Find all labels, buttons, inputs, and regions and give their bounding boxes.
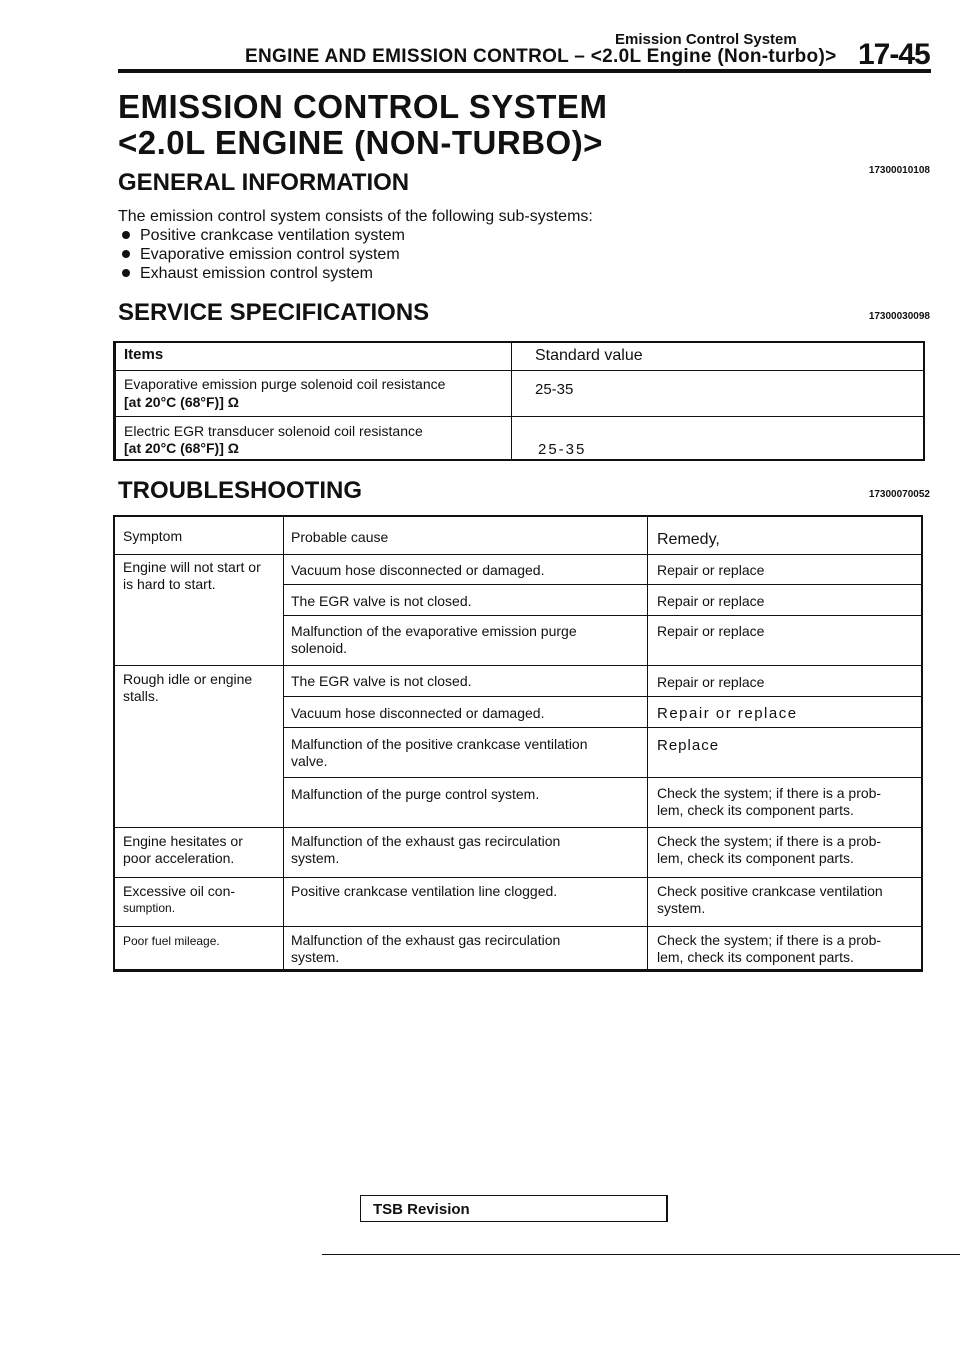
table-divider bbox=[115, 554, 921, 555]
footer-rule bbox=[322, 1254, 960, 1255]
spec-value: 25-35 bbox=[538, 441, 587, 458]
remedy-cell: Repair or replace bbox=[657, 705, 798, 722]
col-header-remedy: Remedy, bbox=[657, 531, 720, 548]
cause-cell: Vacuum hose disconnected or damaged. bbox=[291, 705, 545, 721]
header-rule bbox=[118, 69, 931, 73]
tsb-revision-box: TSB Revision bbox=[360, 1195, 668, 1222]
troubleshooting-table: Symptom Probable cause Remedy, Engine wi… bbox=[113, 515, 923, 972]
remedy-cell: Repair or replace bbox=[657, 674, 765, 690]
table-divider bbox=[283, 615, 921, 616]
table-divider bbox=[511, 343, 512, 459]
spec-item-text: Evaporative emission purge solenoid coil… bbox=[124, 376, 446, 392]
service-specifications-heading: SERVICE SPECIFICATIONS bbox=[118, 299, 430, 326]
bullet-item: Exhaust emission control system bbox=[118, 265, 373, 283]
spec-item-condition: [at 20°C (68°F)] Ω bbox=[124, 440, 239, 456]
col-header-probable-cause: Probable cause bbox=[291, 529, 389, 545]
remedy-cell: Repair or replace bbox=[657, 593, 765, 609]
col-header-standard-value: Standard value bbox=[535, 347, 643, 364]
remedy-cell: Repair or replace bbox=[657, 623, 765, 639]
cause-cell: Positive crankcase ventilation line clog… bbox=[291, 883, 558, 899]
bullet-item: Evaporative emission control system bbox=[118, 246, 400, 264]
table-divider bbox=[647, 517, 648, 969]
page-number: 17-45 bbox=[858, 38, 931, 71]
table-divider bbox=[115, 877, 921, 878]
table-divider bbox=[283, 696, 921, 697]
cause-cell: Malfunction of the positive crankcase ve… bbox=[291, 736, 588, 769]
symptom-cell: Poor fuel mileage. bbox=[123, 934, 220, 948]
title-reference-code: 17300010108 bbox=[868, 165, 930, 176]
bullet-icon bbox=[122, 231, 130, 239]
cause-cell: Malfunction of the evaporative emission … bbox=[291, 623, 577, 656]
specs-reference-code: 17300030098 bbox=[868, 311, 930, 322]
table-divider bbox=[283, 727, 921, 728]
cause-cell: Malfunction of the purge control system. bbox=[291, 786, 540, 802]
troubleshooting-heading: TROUBLESHOOTING bbox=[118, 477, 362, 504]
remedy-cell: Check the system; if there is a prob-lem… bbox=[657, 932, 882, 965]
specifications-table: Items Standard value Evaporative emissio… bbox=[113, 341, 925, 461]
cause-cell: Malfunction of the exhaust gas recircula… bbox=[291, 932, 561, 965]
tsb-revision-label: TSB Revision bbox=[373, 1201, 470, 1218]
remedy-cell: Replace bbox=[657, 737, 720, 754]
bullet-item: Positive crankcase ventilation system bbox=[118, 227, 405, 245]
running-header-section: Emission Control System bbox=[615, 31, 797, 48]
troubleshooting-reference-code: 17300070052 bbox=[868, 489, 930, 500]
table-divider bbox=[115, 926, 921, 927]
bullet-icon bbox=[122, 269, 130, 277]
table-divider bbox=[116, 370, 923, 371]
table-divider bbox=[115, 665, 921, 666]
col-header-items: Items bbox=[124, 346, 164, 363]
table-divider bbox=[283, 517, 284, 969]
col-header-symptom: Symptom bbox=[123, 528, 183, 544]
general-intro: The emission control system consists of … bbox=[118, 208, 593, 225]
page-title-line1: EMISSION CONTROL SYSTEM bbox=[118, 88, 608, 125]
symptom-cell: Excessive oil con-sumption. bbox=[123, 883, 236, 915]
spec-item-text: Electric EGR transducer solenoid coil re… bbox=[124, 423, 423, 439]
remedy-cell: Repair or replace bbox=[657, 562, 765, 578]
cause-cell: Malfunction of the exhaust gas recircula… bbox=[291, 833, 561, 866]
remedy-cell: Check the system; if there is a prob-lem… bbox=[657, 833, 882, 866]
general-information-heading: GENERAL INFORMATION bbox=[118, 169, 410, 196]
running-header-chapter: ENGINE AND EMISSION CONTROL – <2.0L Engi… bbox=[245, 46, 837, 67]
spec-value: 25-35 bbox=[535, 381, 574, 398]
table-divider bbox=[116, 416, 923, 417]
remedy-cell: Check the system; if there is a prob-lem… bbox=[657, 785, 882, 818]
spec-item-condition: [at 20°C (68°F)] Ω bbox=[124, 394, 239, 410]
table-divider bbox=[115, 827, 921, 828]
bullet-icon bbox=[122, 250, 130, 258]
cause-cell: Vacuum hose disconnected or damaged. bbox=[291, 562, 545, 578]
cause-cell: The EGR valve is not closed. bbox=[291, 673, 472, 689]
table-divider bbox=[283, 584, 921, 585]
page-title-line2: <2.0L ENGINE (NON-TURBO)> bbox=[118, 124, 603, 161]
table-divider bbox=[283, 777, 921, 778]
cause-cell: The EGR valve is not closed. bbox=[291, 593, 472, 609]
